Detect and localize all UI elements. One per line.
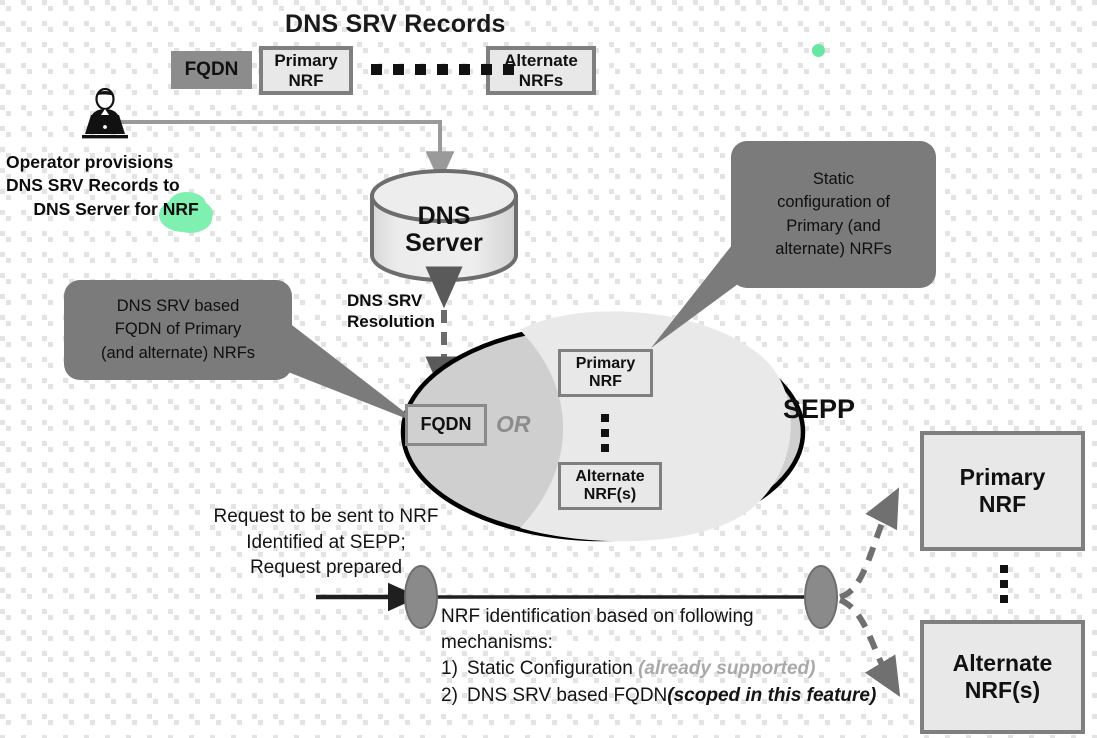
top-primary-nrf-line2: NRF [288,70,324,90]
operator-caption-highlight: NRF [162,198,199,219]
horizontal-ellipsis-icon [371,64,514,75]
right-alternate-nrf-line2: NRF(s) [964,677,1041,703]
callout-dns-srv-fqdn: DNS SRV based FQDN of Primary (and alter… [64,280,292,380]
top-fqdn-box[interactable]: FQDN [171,51,252,89]
top-alternate-nrfs-line1: Alternate [504,51,578,71]
mechanisms-note: NRF identification based on following me… [441,604,911,709]
right-alternate-nrf-line1: Alternate [952,650,1053,677]
mechanisms-item-2-annotation: (scoped in this feature) [667,684,877,706]
sepp-primary-nrf-box[interactable]: Primary NRF [558,349,653,397]
mechanisms-item-2-num: 2) [441,684,458,706]
request-note-line1: Request to be sent to NRF [213,506,439,527]
request-note-line2: Identified at SEPP; [246,531,406,553]
page-title: DNS SRV Records [285,10,506,38]
top-primary-nrf-box[interactable]: Primary NRF [259,46,353,95]
mechanisms-item-2: 2) DNS SRV based FQDN(scoped in this feat… [441,683,911,709]
right-primary-nrf-box[interactable]: Primary NRF [920,431,1085,551]
dns-server-label: DNS Server [372,195,516,265]
mechanisms-item-2-text: DNS SRV based FQDN [467,684,668,706]
dns-srv-resolution-line2: Resolution [347,311,435,331]
green-dot-marker [812,44,825,57]
callout-right-line3: Primary (and [786,216,881,235]
right-primary-nrf-line1: Primary [959,464,1046,491]
callout-left-line2: FQDN of Primary [114,320,242,339]
operator-laptop-icon [78,87,136,140]
sepp-primary-nrf-line2: NRF [589,373,622,390]
dns-server-line1: DNS [417,201,471,230]
top-alternate-nrfs-line2: NRFs [518,70,564,90]
mechanisms-item-1-num: 1) [441,658,458,680]
right-alternate-nrf-box[interactable]: Alternate NRF(s) [920,620,1085,734]
mechanisms-item-1-annotation: (already supported) [638,658,816,680]
callout-static-configuration: Static configuration of Primary (and alt… [731,141,936,288]
operator-caption: Operator provisions DNS SRV Records to D… [6,151,226,221]
dns-srv-resolution-line1: DNS SRV [347,291,423,310]
dns-server-line2: Server [405,229,483,257]
sepp-alternate-nrf-line2: NRF(s) [583,486,637,503]
sepp-fqdn-box[interactable]: FQDN [405,404,487,446]
right-primary-nrf-line2: NRF [978,491,1027,517]
callout-right-line1: Static [812,169,855,188]
mechanisms-heading-line1: NRF identification based on following [441,606,754,627]
request-note: Request to be sent to NRF Identified at … [195,504,457,581]
operator-caption-line3-prefix: DNS Server for [33,198,163,219]
operator-caption-line1: Operator provisions [6,152,174,172]
callout-right-line4: alternate) NRFs [775,239,892,258]
callout-left-line1: DNS SRV based [116,296,240,315]
dns-srv-resolution-label: DNS SRV Resolution [347,291,443,332]
operator-caption-line2: DNS SRV Records to [6,175,180,196]
mechanisms-item-1-text: Static Configuration [467,658,633,680]
callout-right-line2: configuration of [777,193,890,212]
request-note-line3: Request prepared [249,557,403,579]
right-vertical-ellipsis-icon [1000,565,1008,603]
top-fqdn-label: FQDN [184,58,239,80]
sepp-vertical-ellipsis-icon [601,414,609,452]
sepp-fqdn-label: FQDN [420,414,472,435]
mechanisms-heading-line2: mechanisms: [441,632,553,654]
sepp-or-label: OR [496,411,531,437]
mechanisms-item-1: 1) Static Configuration (already supporte… [441,656,911,682]
sepp-alternate-nrf-box[interactable]: Alternate NRF(s) [558,462,662,510]
callout-left-line3: (and alternate) NRFs [100,343,256,362]
sepp-primary-nrf-line1: Primary [575,355,636,373]
sepp-label: SEPP [783,394,856,424]
sepp-alternate-nrf-line1: Alternate [575,468,645,486]
top-primary-nrf-line1: Primary [274,51,338,71]
nrf-highlight-blob-3 [172,207,212,233]
